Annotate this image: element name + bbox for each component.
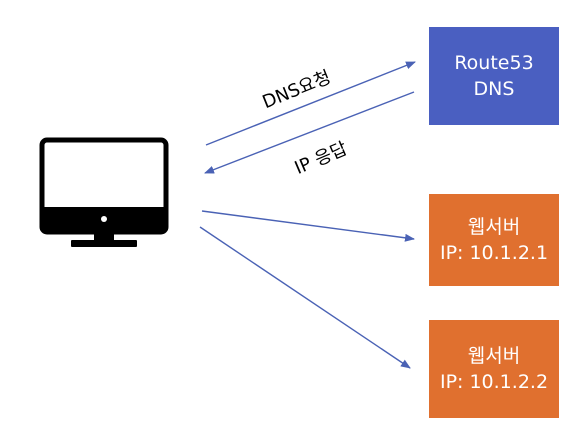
computer-monitor-icon <box>39 137 169 247</box>
web1-ip: IP: 10.1.2.1 <box>439 242 549 264</box>
arrow-to-web2 <box>199 226 411 369</box>
route53-line1: Route53 <box>454 52 534 74</box>
web-server-1-box: 웹서버 IP: 10.1.2.1 <box>429 194 559 286</box>
arrow-to-web1 <box>201 210 415 242</box>
web2-ip: IP: 10.1.2.2 <box>439 371 549 393</box>
web2-title: 웹서버 <box>467 345 521 367</box>
web1-title: 웹서버 <box>467 216 521 238</box>
route53-line2: DNS <box>473 78 515 100</box>
arrow-ip-response <box>204 91 415 174</box>
arrow-dns-request <box>205 61 416 146</box>
web-server-2-box: 웹서버 IP: 10.1.2.2 <box>429 320 559 418</box>
route53-dns-box: Route53 DNS <box>429 27 559 125</box>
